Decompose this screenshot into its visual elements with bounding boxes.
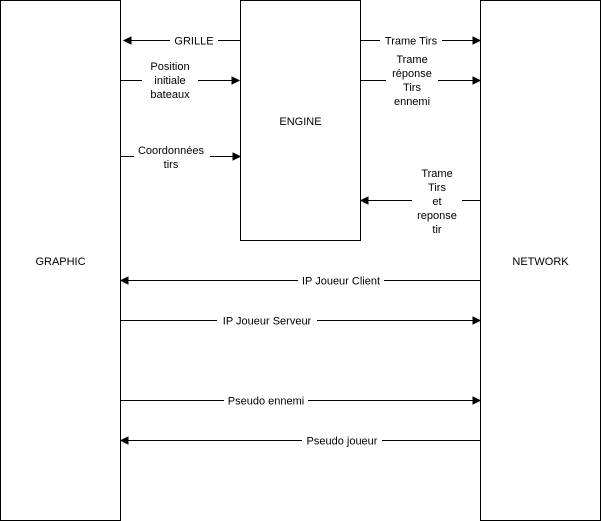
arrow-ip-joueur-serveur-label: IP Joueur Serveur — [223, 316, 312, 328]
arrow-position-label-3: bateaux — [150, 89, 190, 101]
arrow-trame-tirs-reponse-label-1: Trame — [421, 168, 452, 180]
arrow-grille-label: GRILLE — [174, 36, 213, 48]
graphic-label: GRAPHIC — [35, 256, 85, 268]
arrow-trame-tirs-label: Trame Tirs — [385, 36, 438, 48]
arrow-trame-tirs-reponse: Trame Tirs et reponse tir — [359, 166, 480, 236]
arrow-pseudo-ennemi-label: Pseudo ennemi — [228, 396, 304, 408]
arrow-trame-tirs-reponse-label-5: tir — [432, 224, 442, 236]
arrow-trame-tirs: Trame Tirs — [361, 33, 482, 48]
arrow-trame-tirs-reponse-label-4: reponse — [417, 210, 457, 222]
arrow-trame-reponse-label-1: Trame — [396, 54, 427, 66]
arrow-pseudo-ennemi: Pseudo ennemi — [121, 393, 482, 408]
network-label: NETWORK — [512, 256, 569, 268]
arrow-trame-reponse-label-2: réponse — [392, 68, 432, 80]
arrow-ip-joueur-client-label: IP Joueur Client — [302, 276, 380, 288]
arrow-pseudo-joueur-label: Pseudo joueur — [307, 436, 378, 448]
engine-box[interactable]: ENGINE — [240, 0, 361, 241]
arrow-position-initiale: Position initiale bateaux — [121, 59, 241, 103]
network-box[interactable]: NETWORK — [480, 0, 601, 521]
arrow-ip-joueur-serveur: IP Joueur Serveur — [121, 313, 482, 328]
arrow-trame-tirs-reponse-label-3: et — [432, 196, 441, 208]
arrow-trame-tirs-reponse-label-2: Tirs — [428, 182, 446, 194]
graphic-box[interactable]: GRAPHIC — [0, 0, 121, 521]
arrow-trame-reponse-label-3: Tirs — [403, 82, 421, 94]
arrow-position-label-1: Position — [150, 61, 189, 73]
arrow-pseudo-joueur: Pseudo joueur — [119, 433, 480, 448]
arrow-trame-reponse-label-4: ennemi — [394, 96, 430, 108]
arrow-coordonnees-tirs: Coordonnées tirs — [121, 143, 242, 171]
arrow-coordonnees-label-1: Coordonnées — [138, 145, 205, 157]
arrow-position-label-2: initiale — [154, 75, 185, 87]
arrow-ip-joueur-client: IP Joueur Client — [119, 273, 480, 288]
arrow-trame-reponse: Trame réponse Tirs ennemi — [361, 52, 482, 108]
arrow-grille: GRILLE — [122, 33, 240, 48]
engine-label: ENGINE — [279, 116, 321, 128]
arrow-coordonnees-label-2: tirs — [164, 159, 179, 171]
